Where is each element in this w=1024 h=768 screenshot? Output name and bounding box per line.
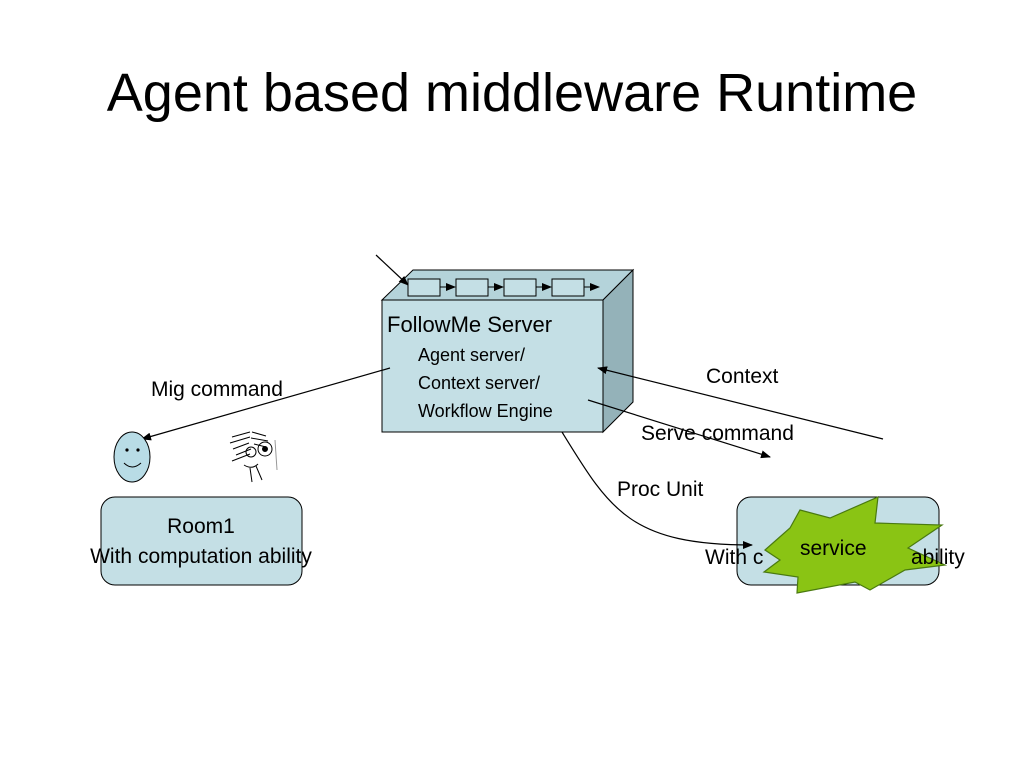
mig-command-arrow <box>141 367 391 441</box>
queue-slot <box>407 278 441 297</box>
server-role-agent: Agent server/ <box>418 345 526 365</box>
queue-slot <box>503 278 537 297</box>
queue-input-arrow <box>375 254 409 286</box>
room2-caption-left: With c <box>705 546 764 569</box>
serve-command-label: Serve command <box>641 422 794 445</box>
service-burst-shape <box>762 496 948 594</box>
server-box-front <box>381 299 604 433</box>
queue-slot <box>455 278 489 297</box>
proc-unit-arrow <box>561 431 753 549</box>
server-role-workflow: Workflow Engine <box>418 401 553 421</box>
message-queue <box>375 254 600 297</box>
context-arrow <box>597 366 884 440</box>
user-smiley-icon <box>113 431 151 483</box>
server-name: FollowMe Server <box>387 312 553 337</box>
slide-title: Agent based middleware Runtime <box>106 63 918 123</box>
server-role-context: Context server/ <box>418 373 541 393</box>
queue-slot <box>551 278 585 297</box>
room1-caption: With computation ability <box>90 545 312 569</box>
context-label: Context <box>706 365 779 388</box>
service-burst <box>762 496 948 594</box>
room1-box <box>100 496 303 586</box>
room1-label: Room1 With computation ability <box>51 512 351 573</box>
proc-unit-label: Proc Unit <box>617 478 704 501</box>
serve-command-arrow <box>587 399 771 459</box>
service-label: service <box>800 537 867 560</box>
room2-caption-right: ability <box>911 546 965 569</box>
room1-name: Room1 <box>167 515 235 538</box>
mig-command-label: Mig command <box>151 378 283 401</box>
thinking-person-icon <box>229 431 278 483</box>
